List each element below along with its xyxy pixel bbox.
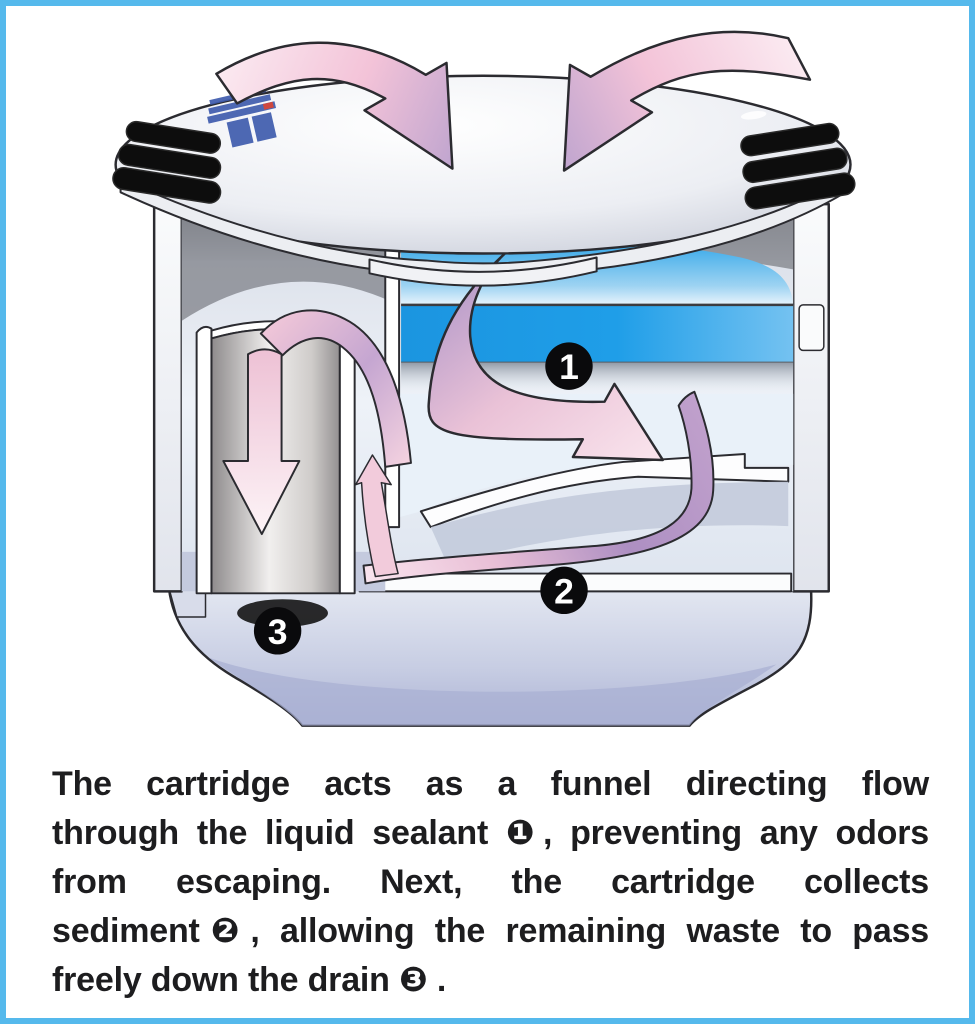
flow-arrow-top-right: [562, 30, 812, 172]
caption-line-3: from escaping. Next, the cartridge colle…: [52, 863, 929, 901]
caption-line-2: through the liquid sealant ❶, preventing…: [52, 814, 929, 852]
flow-arrow-sealant: [427, 252, 665, 462]
caption: The cartridge acts as a funnel directing…: [6, 748, 969, 1005]
right-wall: [791, 202, 830, 593]
badge-2-label: 2: [554, 571, 574, 611]
badge-3-label: 3: [268, 612, 288, 652]
callout-badge-3: 3: [253, 607, 302, 655]
cartridge-lid: [114, 74, 852, 287]
cartridge-diagram: 1 2 3: [6, 6, 969, 748]
gasket-right: [740, 122, 856, 210]
badge-1-label: 1: [559, 347, 579, 387]
caption-line-1: The cartridge acts as a funnel directing…: [52, 765, 929, 803]
caption-line-5: freely down the drain ❸ .: [52, 961, 447, 999]
flow-ribbon-sediment: [362, 390, 715, 585]
lid-highlight: [740, 110, 767, 120]
flow-ribbon-overflow: [259, 309, 412, 468]
wall-tab: [798, 304, 825, 352]
caption-line-4: sediment❷, allowing the remaining waste …: [52, 912, 929, 950]
flow-arrow-up-small: [354, 454, 399, 578]
gasket-left: [112, 120, 222, 204]
callout-badge-1: 1: [545, 342, 593, 390]
callout-badge-2: 2: [540, 566, 588, 615]
flow-arrow-down-drain: [222, 348, 301, 536]
flow-arrow-top-left: [215, 41, 454, 170]
left-wall: [152, 202, 184, 593]
